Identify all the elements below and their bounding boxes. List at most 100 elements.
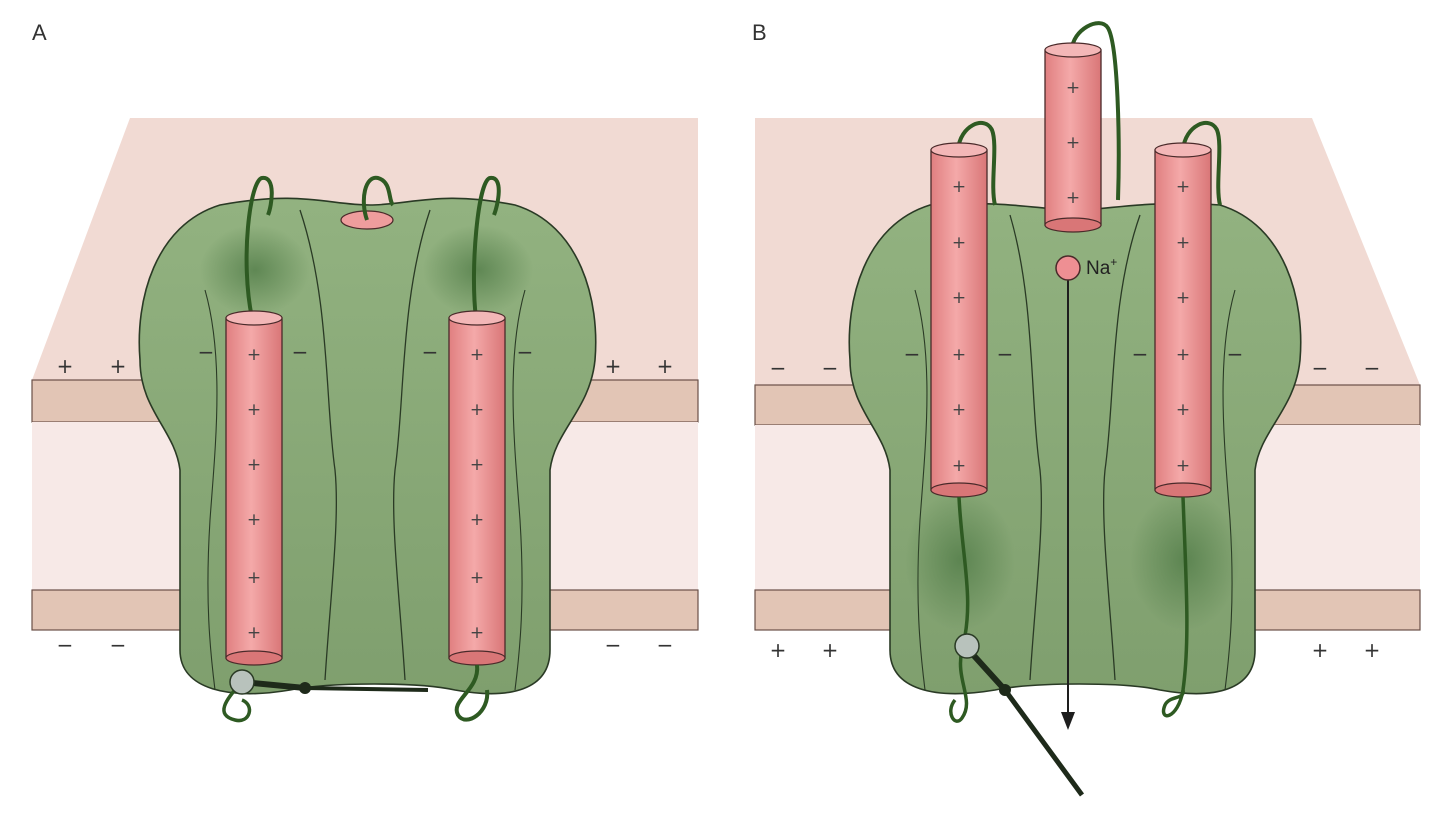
helix-top [1044,42,1102,58]
helix-bottom [225,650,283,666]
inactivation-gate-b [954,633,1085,797]
helix-charge-sign: + [470,568,484,588]
helix-charge-sign: + [1176,233,1190,253]
helix-top [1154,142,1212,158]
membrane-charge-sign: − [517,340,534,364]
voltage-sensor-helix-a-right: ++++++ [448,176,506,722]
helix-cylinder [225,317,283,659]
helix-charge-sign: + [1066,133,1080,153]
membrane-charge-sign: − [1312,356,1329,380]
shading [200,225,310,315]
membrane-charge-sign: − [1364,356,1381,380]
helix-top [225,310,283,326]
helix-charge-sign: + [247,510,261,530]
subunit-line [512,289,526,691]
panel-b-label: B [752,20,767,45]
gate-hinge [999,684,1011,696]
membrane-charge-sign: − [997,342,1014,366]
helix-charge-sign: + [952,288,966,308]
panel-b: B + + + + + + [752,20,1421,797]
membrane-charge-sign: − [904,342,921,366]
helix-charge-sign: + [247,345,261,365]
sodium-ion-b: Na+ [1055,255,1117,730]
linker-loop [1181,120,1222,206]
linker-loop [361,175,395,221]
panel-a: A + + + + + + [31,20,699,723]
helix-bottom [1044,217,1102,233]
helix-bottom [1154,482,1212,498]
gate-tether [222,680,252,723]
membrane-charge-sign: − [1132,342,1149,366]
shading [423,225,533,315]
helix-charge-sign: + [247,623,261,643]
helix-charge-sign: + [470,345,484,365]
gate-lid [1002,688,1085,797]
helix-charge-sign: + [1176,288,1190,308]
gate-ball [954,633,980,659]
membrane-charge-sign: − [770,356,787,380]
helix-charge-sign: + [247,568,261,588]
linker-loop [454,664,490,722]
arrow-head [1061,712,1075,730]
subunit-line [299,209,338,681]
helix-top [448,310,506,326]
membrane-charge-sign: + [770,638,787,662]
helix-charge-sign: + [470,455,484,475]
membrane-charge-sign: − [292,340,309,364]
helix-charge-sign: + [470,510,484,530]
linker-loop [1070,21,1121,201]
helix-cylinder [930,149,988,491]
membrane-charge-sign: − [110,633,127,657]
voltage-sensor-helix-a-left: + + + + + + [225,176,283,666]
helix-charge-sign: + [952,456,966,476]
helix-charge-sign: + [1176,345,1190,365]
membrane-charge-sign: + [657,354,674,378]
helix-cylinder [1154,149,1212,491]
helix-charge-sign: + [1176,456,1190,476]
membrane-charge-sign: − [198,340,215,364]
helix-charge-sign: + [1176,400,1190,420]
membrane-charge-sign: − [657,633,674,657]
membrane-charge-sign: + [110,354,127,378]
sodium-ion [1055,255,1081,281]
helix-charge-sign: + [1066,78,1080,98]
gate-lid [304,686,429,692]
membrane-charge-sign: + [1364,638,1381,662]
linker-loop [949,496,970,723]
helix-bottom [448,650,506,666]
membrane-charge-sign: + [57,354,74,378]
inactivation-gate-a [222,669,429,723]
subunit-line [204,289,218,691]
subunit-line [1009,214,1043,681]
membrane-charge-sign: − [1227,342,1244,366]
voltage-sensor-helix-b-center: + + + [1044,21,1121,233]
channel-protein-a [138,175,597,695]
linker-loop [244,176,274,319]
linker-loop [1161,496,1189,718]
shading [905,490,1015,630]
membrane-charge-sign: − [422,340,439,364]
gate-ball [229,669,255,695]
subunit-line [392,209,431,681]
helix-charge-sign: + [247,400,261,420]
helix-charge-sign: + [1176,177,1190,197]
helix-bottom [930,482,988,498]
linker-loop [471,176,501,319]
helix-cylinder [448,317,506,659]
ion-label: Na+ [1086,255,1117,279]
helix-charge-sign: + [952,177,966,197]
helix-charge-sign: + [1066,188,1080,208]
membrane-charge-sign: − [57,633,74,657]
membrane-charge-sign: + [822,638,839,662]
panel-a-label: A [32,20,47,45]
gate-hinge [299,682,311,694]
helix-charge-sign: + [470,400,484,420]
helix-charge-sign: + [952,345,966,365]
membrane-charge-sign: − [822,356,839,380]
membrane-charge-sign: − [605,633,622,657]
voltage-sensor-helix-b-right: + + + + + + [1154,120,1222,718]
helix-charge-sign: + [952,233,966,253]
membrane-charge-sign: + [1312,638,1329,662]
helix-top [930,142,988,158]
helix-charge-sign: + [247,455,261,475]
